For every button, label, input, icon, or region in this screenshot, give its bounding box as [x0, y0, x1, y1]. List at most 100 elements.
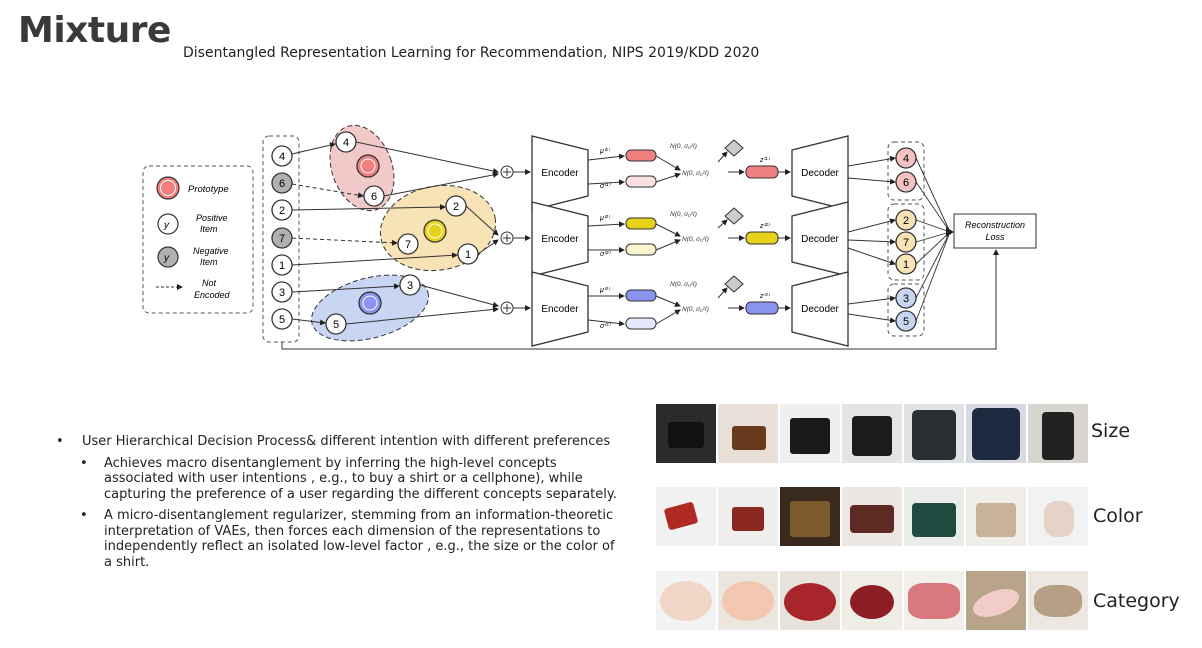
mu-label: μ⁽³⁾ — [599, 286, 611, 294]
model-diagram: Prototype y Positive Item y Negative Ite… — [142, 124, 1037, 350]
cluster-item: 7 — [405, 239, 411, 251]
output-item: 6 — [903, 177, 909, 189]
mu-label: μ⁽²⁾ — [599, 214, 611, 222]
food-image — [966, 571, 1026, 630]
bullet-main: User Hierarchical Decision Process& diff… — [54, 434, 624, 450]
cluster-item: 2 — [453, 201, 459, 213]
bag-image — [1028, 487, 1088, 546]
z-label: z⁽³⁾ — [759, 292, 771, 300]
input-items-box — [262, 135, 300, 343]
prototype-node — [356, 154, 380, 178]
encoder-block: Encoder — [531, 201, 589, 277]
input-item: 1 — [279, 260, 285, 272]
noise-label: N(0, σ₀²I) — [670, 143, 697, 150]
legend-positive-glyph: y — [163, 220, 170, 231]
encoder-block: Encoder — [531, 135, 589, 211]
food-image — [1028, 571, 1088, 630]
food-image — [904, 571, 964, 630]
category-label: Category — [1093, 590, 1180, 612]
noise-label: N(0, σ₀²I) — [670, 211, 697, 218]
input-items: 4 6 2 7 1 3 5 — [271, 145, 293, 330]
sum-nodes — [500, 165, 514, 315]
legend-negative-2: Item — [200, 257, 218, 267]
bullet-list: User Hierarchical Decision Process& diff… — [54, 434, 624, 576]
legend-positive-1: Positive — [196, 213, 228, 223]
reconstruction-label-1: Reconstruction — [965, 220, 1025, 230]
bag-image — [780, 404, 840, 463]
slide-subtitle: Disentangled Representation Learning for… — [183, 45, 760, 61]
legend-negative-glyph: y — [163, 253, 170, 264]
legend-not-1: Not — [202, 278, 217, 288]
cluster-item: 5 — [333, 319, 339, 331]
legend-not-2: Encoded — [194, 290, 231, 300]
input-item: 2 — [279, 205, 285, 217]
noise-label: N(0, σ₀²I) — [670, 281, 697, 288]
bag-image — [718, 487, 778, 546]
output-item: 7 — [903, 237, 909, 249]
bag-image — [966, 404, 1026, 463]
noise-label: N(0, σ₀²I) — [682, 236, 709, 243]
encoder-label: Encoder — [541, 304, 579, 315]
bag-image — [842, 404, 902, 463]
input-item: 7 — [279, 233, 285, 245]
input-item: 6 — [279, 178, 285, 190]
z-label: z⁽²⁾ — [759, 222, 771, 230]
reconstruction-loss-box — [953, 213, 1037, 249]
cluster-item: 6 — [371, 191, 377, 203]
feedback-arrow — [281, 249, 999, 350]
legend-negative-1: Negative — [193, 246, 229, 256]
bag-image — [656, 487, 716, 546]
output-item: 2 — [903, 215, 909, 227]
output-item: 3 — [903, 293, 909, 305]
reconstruction-label-2: Loss — [985, 232, 1005, 242]
decoder-label: Decoder — [801, 304, 839, 315]
bag-image — [842, 487, 902, 546]
color-label: Color — [1093, 505, 1143, 527]
z-label: z⁽¹⁾ — [759, 156, 771, 164]
bullet-sub-2: A micro-disentanglement regularizer, ste… — [54, 508, 624, 570]
noise-label: N(0, σ₀²I) — [682, 306, 709, 313]
bag-image — [966, 487, 1026, 546]
input-item: 4 — [279, 151, 285, 163]
slide-title: Mixture — [18, 10, 171, 51]
cluster-item: 3 — [407, 280, 413, 292]
output-item: 5 — [903, 316, 909, 328]
bag-image — [904, 487, 964, 546]
food-image — [842, 571, 902, 630]
legend-positive-2: Item — [200, 224, 218, 234]
bag-image — [656, 404, 716, 463]
cluster-item: 1 — [465, 249, 471, 261]
input-item: 3 — [279, 287, 285, 299]
sigma-label: σ⁽²⁾ — [600, 250, 611, 258]
prototype-node — [423, 219, 447, 243]
encoder-block: Encoder — [531, 271, 589, 347]
prototype-node — [358, 291, 382, 315]
positive-legend-icon — [157, 213, 179, 235]
sigma-label: σ⁽³⁾ — [600, 322, 611, 330]
negative-legend-icon — [157, 246, 179, 268]
decoder-label: Decoder — [801, 234, 839, 245]
bag-image — [780, 487, 840, 546]
decoder-block: Decoder — [791, 135, 849, 211]
bullet-sub-1: Achieves macro disentanglement by inferr… — [54, 456, 624, 503]
decoder-block: Decoder — [791, 201, 849, 277]
mu-label: μ⁽¹⁾ — [599, 147, 611, 155]
food-image — [656, 571, 716, 630]
size-label: Size — [1091, 420, 1131, 442]
output-group — [887, 283, 925, 337]
size-image-row — [656, 404, 1090, 463]
bag-image — [1028, 404, 1088, 463]
bag-image — [718, 404, 778, 463]
output-item: 4 — [903, 153, 909, 165]
color-image-row — [656, 487, 1090, 546]
encoder-label: Encoder — [541, 168, 579, 179]
decoder-block: Decoder — [791, 271, 849, 347]
input-item: 5 — [279, 314, 285, 326]
category-image-row — [656, 571, 1090, 630]
encoder-label: Encoder — [541, 234, 579, 245]
legend-prototype: Prototype — [188, 184, 229, 195]
output-group — [887, 141, 925, 201]
output-item: 1 — [903, 259, 909, 271]
sigma-label: σ⁽¹⁾ — [600, 182, 611, 190]
food-image — [718, 571, 778, 630]
